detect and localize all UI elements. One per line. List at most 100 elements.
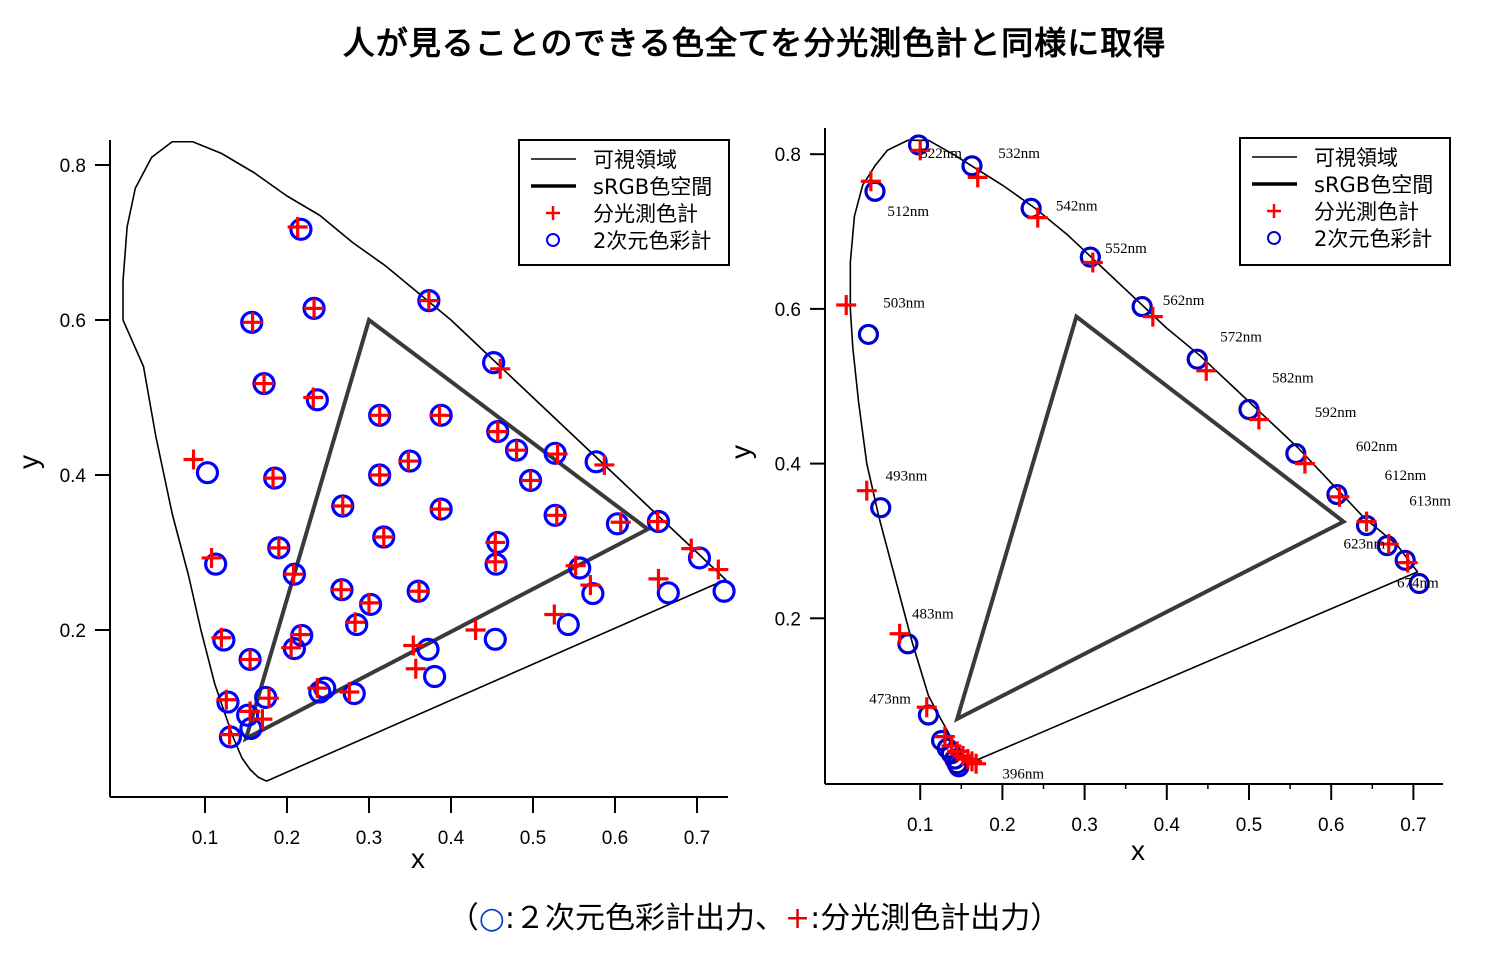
legend-circle-icon [546, 233, 560, 247]
caption-plus-text: :分光測色計出力） [810, 901, 1061, 936]
camera-point [236, 703, 260, 727]
wavelength-label: 396nm [1002, 766, 1044, 782]
spectro-point [465, 620, 486, 640]
spectro-point [429, 499, 450, 520]
wavelength-label: 493nm [886, 469, 928, 485]
x-tick-label: 0.7 [684, 828, 710, 849]
srgb-triangle-right [953, 313, 1348, 723]
spectro-point [268, 537, 289, 558]
spectro-point [648, 568, 669, 589]
camera-point [305, 388, 329, 412]
camera-point [1186, 348, 1208, 370]
spectro-point [580, 575, 601, 596]
spectro-point [1356, 511, 1377, 532]
spectro-point [263, 468, 284, 489]
figure-title: 人が見ることのできる色全てを分光測色計と同様に取得 [342, 24, 1167, 62]
figure-caption: （○:２次元色彩計出力、+:分光測色計出力） [0, 893, 1509, 937]
spectro-point [544, 604, 565, 625]
wavelength-label: 572nm [1220, 329, 1262, 345]
srgb-triangle [242, 316, 652, 743]
camera-point [897, 633, 919, 655]
y-tick-label: 0.8 [775, 145, 801, 166]
spectro-point [1378, 534, 1399, 555]
spectro-point [345, 612, 366, 633]
y-tick-label: 0.4 [60, 466, 87, 487]
visible-locus-line [122, 140, 727, 782]
camera-point [216, 690, 240, 714]
y-tick-label: 0.6 [60, 311, 86, 332]
spectro-point [281, 637, 302, 658]
x-tick-label: 0.1 [907, 815, 933, 836]
wavelength-label: 613nm [1409, 493, 1451, 509]
legend-plus-icon [546, 206, 560, 220]
spectro-point [520, 470, 541, 491]
caption-plus-symbol: + [785, 901, 811, 936]
spectro-point [369, 405, 390, 426]
spectro-point [681, 538, 702, 559]
spectro-point [1329, 486, 1350, 507]
spectro-point [254, 373, 275, 394]
srgb-triangle [953, 313, 1348, 723]
legend-plus-icon [1267, 204, 1281, 218]
camera-point [289, 217, 313, 241]
x-tick-label: 0.5 [520, 828, 546, 849]
x-tick-label: 0.5 [1236, 815, 1262, 836]
wavelength-label: 483nm [912, 606, 954, 622]
camera-point [656, 581, 680, 605]
camera-point [1238, 398, 1260, 421]
spectro-point [287, 217, 308, 237]
spectro-point [1142, 306, 1163, 327]
spectro-point [547, 444, 568, 465]
spectro-point [610, 512, 631, 533]
spectro-point [240, 701, 261, 722]
spectro-point [966, 753, 987, 774]
visible-locus-line [849, 139, 1419, 763]
spectro-point [1294, 453, 1315, 474]
spectro-point [307, 678, 328, 699]
visible-locus-left [122, 140, 727, 782]
spectro-point [332, 496, 353, 516]
camera-point [1394, 549, 1416, 571]
camera-point [1408, 572, 1430, 595]
camera-point [864, 180, 886, 202]
spectro-point [216, 689, 237, 710]
x-tick-label: 0.3 [1071, 815, 1097, 836]
camera-point [482, 351, 506, 375]
spectro-point [418, 290, 439, 311]
camera-point [345, 612, 369, 637]
spectro-point [240, 649, 261, 670]
camera-point [907, 134, 930, 156]
wavelength-label: 592nm [1315, 405, 1357, 421]
spectro-point [506, 440, 527, 461]
data-marks-left [183, 217, 736, 749]
spectro-point [369, 465, 390, 485]
spectro-point [409, 581, 430, 602]
y-axis-title-right: y [725, 445, 756, 459]
spectro-point [856, 480, 877, 501]
camera-point [556, 612, 580, 637]
spectro-point [836, 295, 857, 316]
spectro-point [303, 387, 324, 408]
x-tick-label: 0.1 [192, 828, 218, 849]
data-marks-right [836, 134, 1430, 778]
spectro-point [1082, 252, 1103, 273]
wavelength-label: 552nm [1105, 241, 1147, 257]
camera-point [416, 637, 440, 661]
legend-box [518, 139, 730, 266]
spectro-point [183, 449, 204, 470]
wavelength-label: 532nm [998, 146, 1040, 162]
wavelength-label: 674nm [1397, 575, 1439, 591]
camera-point [423, 664, 447, 689]
y-tick-label: 0.2 [775, 609, 801, 630]
spectro-point [1397, 552, 1418, 573]
spectro-point [916, 697, 937, 718]
spectro-point [708, 559, 729, 580]
spectro-point [373, 527, 394, 547]
spectro-point [252, 709, 273, 730]
camera-point [483, 627, 507, 651]
spectro-point [398, 451, 419, 472]
spectro-point [910, 140, 931, 161]
